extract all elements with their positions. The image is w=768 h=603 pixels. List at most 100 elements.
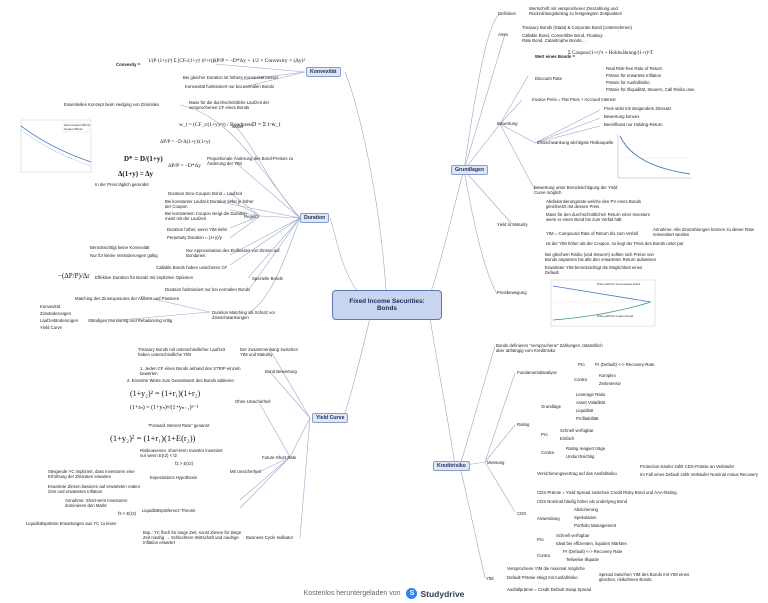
studydrive-logo[interactable]: S Studydrive [406,588,464,599]
effective-formula: −(ΔP/P)/Δr [58,272,90,280]
beruck-2: Nur für kleine Veränderungen gültig [90,253,158,258]
spezielle-bonds: Spezielle Bonds [252,276,283,281]
rating-pro-2: Einfach [560,436,575,441]
effective-duration: Effektive Duration für Bonds mit implizi… [95,275,194,280]
pb-1: Bei gleichem Risiko (und Steuern) sollte… [545,252,657,262]
grundlage-2: Asset Volatilität [576,400,606,405]
cds-anwendung-label: Anwendung [537,516,560,521]
footer: Kostenlos heruntergeladen von S Studydri… [0,584,768,603]
rating-contra-2: Undurchsichtig [566,454,595,459]
arten-1: Treasury Bonds (Staat) & Corporate Bond … [522,25,632,30]
branch-konvexitat[interactable]: Konvexität [306,67,341,77]
kr-ytm-label: YtM [486,576,494,581]
definition-text: Wertschrift mit versprochener Zinszahlun… [529,6,623,16]
discount-4: Prämie für Illiquidität, Steuern, Call R… [606,87,695,92]
fa-contra-1: Komplex [599,373,616,378]
wert-formula: Σ Coupon/(1+r)^t + Holdwährung/(1+r)^T [568,51,654,56]
yc-formula-2: (1+rₙ) = (1+yₙ)ⁿ/(1+yₙ₋₁)ⁿ⁻¹ [130,405,199,411]
duration-chart [20,119,92,173]
yc-bond-bewertung: Bond Bewertung [265,369,297,374]
zins-2: Bewertung konvex [604,114,640,119]
cds-nominal: CDS Nominal häufig höher als underlying … [537,499,628,504]
fa-contra-label: Contra [574,377,587,382]
branch-kreditrisiko[interactable]: Kreditrisiko [433,461,470,471]
cds-protection-1: Protection Käufer zahlt CDS-Prämie an Ve… [640,464,735,469]
yc-expectations-hypothesis: Expectations Hypothesis [150,475,198,480]
ytm-versprochen: Versprochene YtM die maximal mögliche [507,566,585,571]
cds-pro-1: Schnell verfügbar [556,533,590,538]
ytm-1: Abdiskontierungsrate welche den PV eines… [546,199,642,209]
cds-versicherung: Versicherungsvertrag auf das Ausfallrisi… [537,471,617,476]
cds-anwendung-2: Spekulation [574,515,597,520]
ds-zinsanderungen: Zinsänderungen [40,311,72,316]
dp-formula-small: ΔP/P = −D·Δ(1+y)/(1+y) [160,140,211,145]
central-title-line2: Bonds [377,305,397,312]
ytm-3: YtM = Compound Rate of Return bis zum Ve… [546,231,638,236]
modified-formula: ΔP/P = −D*Δy [168,163,201,169]
studydrive-brand: Studydrive [420,588,465,599]
invoice-preis: Invoice Preis = Flat Preis + Accrued Int… [532,97,616,102]
d-star-formula: D* = D/(1+y) [124,155,163,163]
arten-2: Callable Bond, Convertible Bond, Floatin… [522,33,604,43]
cds-contra-2: Teilweise illiquide [566,557,599,562]
central-topic[interactable]: Fixed Income Securities: Bonds [332,290,442,320]
price-path-chart [550,279,656,327]
rating-pro-1: Schnell verfügbar [560,428,594,433]
zinsschwankung: Zinsschwankung wichtigste Risikoquelle [537,140,614,145]
studydrive-icon: S [406,588,418,599]
duration-proportional: Proportionale Änderung des Bond-Preises … [207,156,294,166]
fa-contra-2: Zeitintensiv [599,381,621,386]
yc-bb-2: 2. Einzelne Werte zum Gesamtwert des Bon… [127,378,234,383]
yc-exp-2: Erwartete Zinsen basieren auf erwarteten… [48,484,140,494]
ytm-default: Default Prämie steigt mit Ausfallrisiko [507,575,578,580]
beruck-1: Berücksichtigt keine Konvexität [90,245,150,250]
discount-1: Real Risk-free Rate of Return [606,66,663,71]
price-yield-chart [617,134,692,179]
regel-5: Perpetuity Duration = (1+y)/y [167,235,222,240]
duration-mass: Mass für die durchschnittliche Laufzeit … [189,100,270,110]
cds-anwendung-1: Absicherung [574,507,598,512]
grundlage-label: Grundlage [541,404,562,409]
arten-label: Arten [498,32,509,37]
convexity-label: Convexity = [116,62,141,67]
cds-contra-1: Pr (Default) <-> Recovery Rate [563,549,623,554]
zins-3: Beeinflusst nur Holding-Return [604,122,663,127]
rating-pro-label: Pro [541,432,548,437]
yc-future-short-rate: Future-Short Rate [262,455,297,460]
yc-liq-1: Annahme: Short-term Investoren dominiere… [65,498,128,508]
yc-ohne-unsicherheit: Ohne Unsicherheit [235,399,271,404]
wert-label: Wert eines Bonds = [535,54,575,59]
duration-hedging: Essentielles Konzept beim Hedging von Zi… [64,102,160,107]
regeln-label: Regeln [244,214,258,219]
branch-duration[interactable]: Duration [300,213,330,223]
ytm-spread: Spread zwischen YtM des Bonds mit YtM ei… [599,572,690,582]
cds-pramie: CDS-Prämie = Yield Spread zwischen Credi… [537,490,677,495]
preis-gerundet: In der Preis täglich gerundet [95,182,149,187]
duration-matching-schutz: Duration Matching als Schutz vor Zinssch… [212,310,276,320]
weight-label: wobei [232,124,244,129]
konvex-note-2: Konvexität funktioniert nur bei normalen… [185,84,275,89]
price-path-note-1: Price path for zero-coupon bond [597,282,640,286]
duration-chart-legend-1: Zero-Coupon Bond [64,123,90,127]
definition-label: Definition [498,11,516,16]
matching: Matching des Zinsexposures der Aktiven u… [75,296,180,301]
central-title-line1: Fixed Income Securities: [349,298,425,305]
branch-grundlagen[interactable]: Grundlagen [451,165,489,175]
yc-liq-3: Liquiditätsprämie Erwartungen aus YC zu … [26,521,117,526]
yc-mit-unsicherheit: Mit Unsicherheit [230,469,261,474]
ds-konvexitat: Konvexität [40,304,61,309]
cds-anwendung-3: Portfolio Management [574,523,617,528]
branch-yield-curve[interactable]: Yield Curve [312,413,349,423]
fundamentalanalyse: Fundamentalanalyse [517,370,557,375]
ytm-2: Mass für den durchschnittlichen Return e… [546,212,650,222]
weight-formula: w_t = (CF_t/(1+y)^t) / Bondpreis [179,122,253,128]
discount-rate: Discount Rate [535,76,562,81]
cds-pro-2: Ideal bei effizienten, liquiden Märkten [556,541,627,546]
ytm-label: Yield to Maturity [497,222,528,227]
grundlage-4: Profitabilität [576,416,599,421]
d-formula: D = Σ t·w_t [252,122,281,128]
yc-business-cycle-example: Bsp.: YC flach für lange Zeit, sonst Zin… [143,530,242,545]
ytm-4: Ist der YtM höher als der Coupon, so lie… [546,241,684,246]
cds-pro-label: Pro [537,537,544,542]
